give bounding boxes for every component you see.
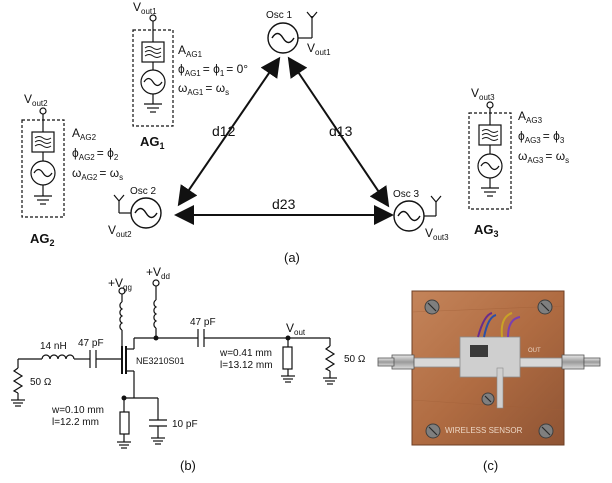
vdd-terminal <box>152 279 160 287</box>
cap-in-label: 47 pF <box>78 338 104 349</box>
transistor-label: NE3210S01 <box>136 356 185 366</box>
ag1-frequency: ωAG1= ωs <box>178 81 229 97</box>
arrow-d12 <box>177 56 281 207</box>
line-out-length: l=13.12 mm <box>220 360 273 371</box>
ag2-vout: Vout2 <box>24 92 48 108</box>
ag2-amplitude: AAG2 <box>72 126 97 142</box>
vout-label: Vout <box>286 321 306 337</box>
oscillator-3: Osc 3 Vout3 <box>393 189 449 242</box>
pcb-photo: WIRELESS SENSOR OUT <box>377 290 601 446</box>
oscillator-2: Osc 2 Vout2 <box>108 186 162 239</box>
label-d13: d13 <box>329 123 353 139</box>
osc3-vout: Vout3 <box>425 226 449 242</box>
ag3-amplitude: AAG3 <box>518 109 543 125</box>
osc1-vout: Vout1 <box>307 41 331 57</box>
ag2-phase: ϕAG2= ϕ2 <box>72 146 119 162</box>
osc2-vout: Vout2 <box>108 223 132 239</box>
board-text: WIRELESS SENSOR <box>445 426 523 435</box>
ag1-vout: Vout1 <box>133 0 157 16</box>
label-d12: d12 <box>212 123 236 139</box>
ag2-frequency: ωAG2= ωs <box>72 166 123 182</box>
line-src-width: w=0.10 mm <box>51 405 104 416</box>
source-node <box>121 395 127 401</box>
ag1-block: Vout1 AG1 AAG1 ϕAG1= ϕ1= 0° ωAG1= ωs <box>132 0 248 151</box>
ag1-amplitude: AAG1 <box>178 43 203 59</box>
caption-c: (c) <box>483 458 498 473</box>
right-connector <box>561 354 585 370</box>
board-out-label: OUT <box>528 348 541 354</box>
r-out-label: 50 Ω <box>344 354 366 365</box>
ag1-phase: ϕAG1= ϕ1= 0° <box>178 62 248 78</box>
arrow-d13 <box>287 56 390 208</box>
oscillator-circuit <box>11 284 337 449</box>
ag1-name: AG1 <box>140 134 165 151</box>
inductor-label: 14 nH <box>40 341 67 352</box>
vgg-terminal <box>118 287 126 295</box>
r-in-label: 50 Ω <box>30 377 52 388</box>
caption-a: (a) <box>284 250 300 265</box>
osc3-label: Osc 3 <box>393 189 420 200</box>
ag3-vout: Vout3 <box>471 86 495 102</box>
line-out-width: w=0.41 mm <box>219 348 272 359</box>
ag3-block: Vout3 AG3 AAG3 ϕAG3= ϕ3 ωAG3= ωs <box>468 86 569 239</box>
output-node <box>285 335 291 341</box>
vdd-label: +Vdd <box>146 265 170 281</box>
osc2-label: Osc 2 <box>130 186 157 197</box>
label-d23: d23 <box>272 196 296 212</box>
vgg-label: +Vgg <box>108 276 132 292</box>
osc1-label: Osc 1 <box>266 10 293 21</box>
cap-out-label: 47 pF <box>190 317 216 328</box>
drain-node <box>153 335 159 341</box>
line-src-length: l=12.2 mm <box>52 417 99 428</box>
ag3-phase: ϕAG3= ϕ3 <box>518 129 565 145</box>
ag2-block: Vout2 AG2 AAG2 ϕAG2= ϕ2 ωAG2= ωs <box>21 92 123 248</box>
left-connector <box>391 354 415 370</box>
ag2-name: AG2 <box>30 231 55 248</box>
ag3-name: AG3 <box>474 222 499 239</box>
ag3-frequency: ωAG3= ωs <box>518 149 569 165</box>
oscillator-1: Osc 1 Vout1 <box>266 10 331 57</box>
caption-b: (b) <box>180 458 196 473</box>
cap-src-label: 10 pF <box>172 419 198 430</box>
